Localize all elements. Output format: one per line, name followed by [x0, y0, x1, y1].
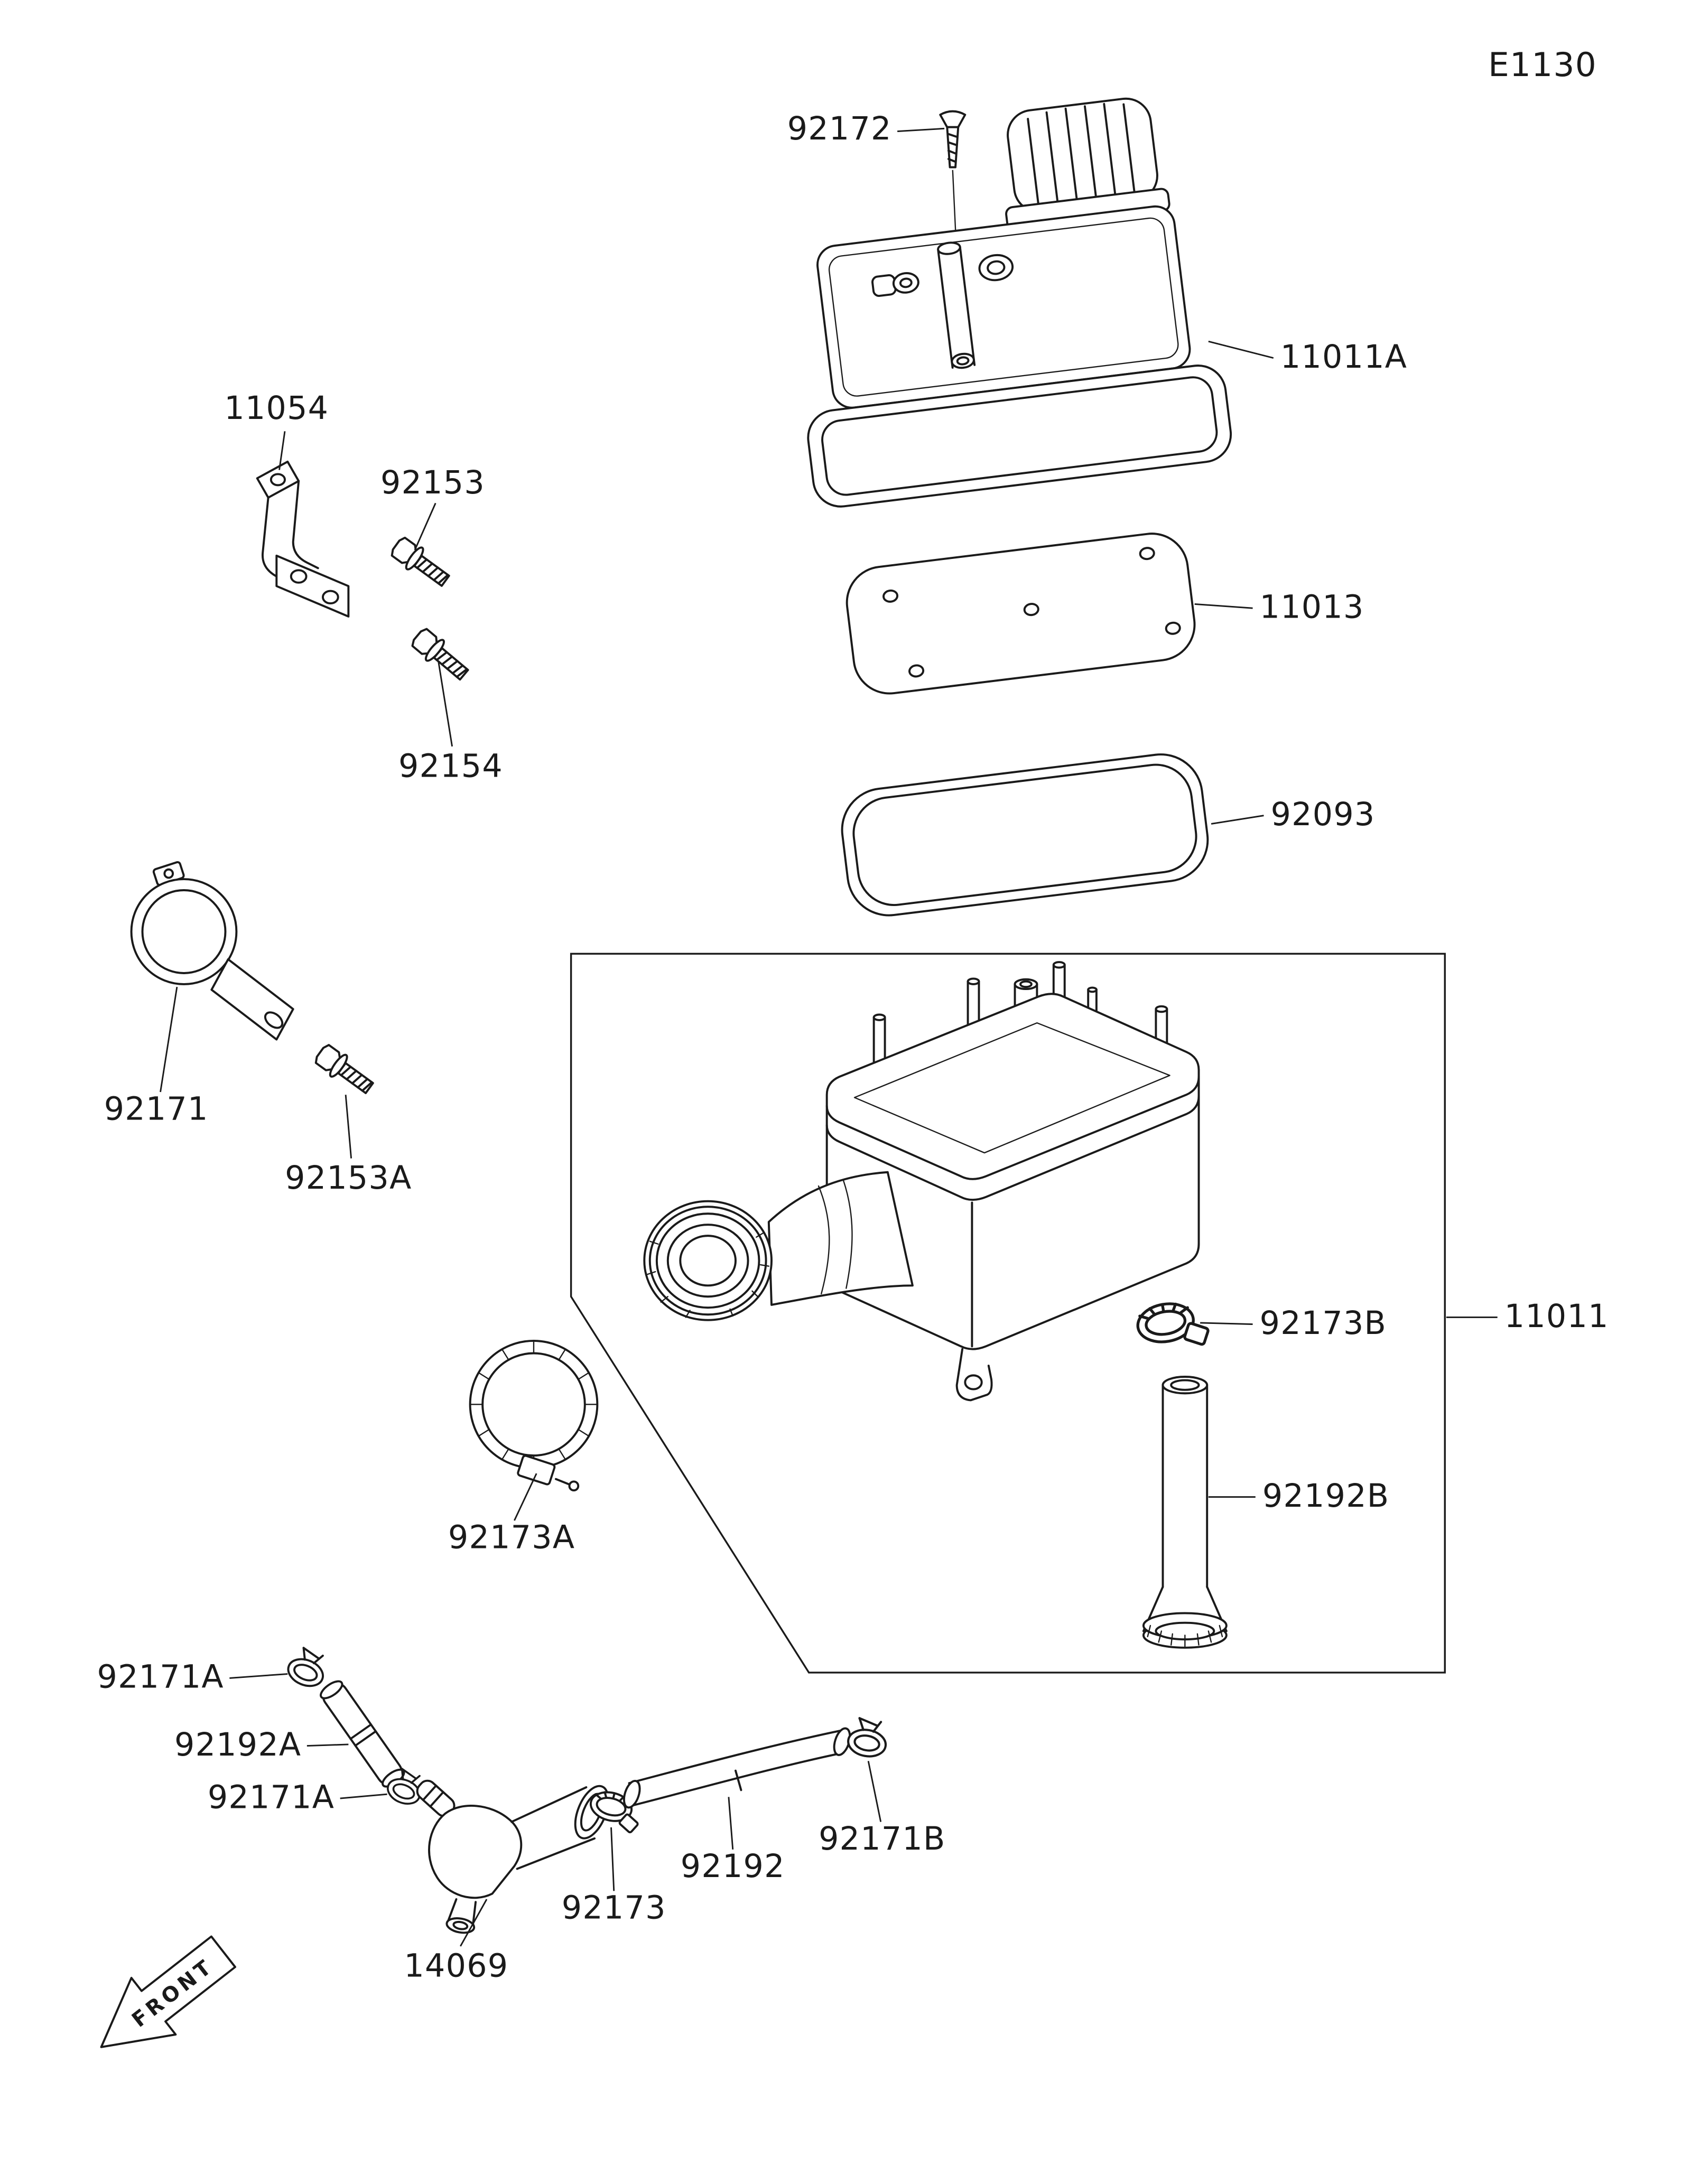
part-label-92154: 92154: [398, 748, 503, 785]
clamp-92173B-drawing: [1135, 1298, 1211, 1356]
part-label-11011: 11011: [1504, 1298, 1609, 1335]
assembly-11011-boundary-box: [570, 953, 1446, 1674]
gasket-92093-drawing: [841, 753, 1209, 917]
part-label-92192A: 92192A: [174, 1726, 301, 1763]
part-label-92173: 92173: [562, 1890, 666, 1927]
screw-92172-drawing: [939, 110, 967, 169]
clamp-92173A-drawing: [469, 1339, 599, 1492]
hose-92192-drawing: [622, 1727, 851, 1809]
clamp-92171-drawing: [130, 861, 294, 1041]
part-label-11011A: 11011A: [1280, 339, 1407, 376]
front-direction-arrow: FRONT: [100, 1935, 236, 2048]
part-label-92192: 92192: [681, 1848, 785, 1885]
fitting-14069-drawing: [416, 1779, 610, 1934]
bracket-11054-drawing: [256, 460, 350, 618]
part-label-92171: 92171: [104, 1090, 209, 1127]
bolt-92153-drawing: [387, 533, 454, 593]
cover-plate-11013-drawing: [846, 533, 1196, 695]
part-label-92171B: 92171B: [819, 1821, 946, 1858]
part-label-14069: 14069: [404, 1948, 508, 1985]
duct-92192B-drawing: [1142, 1376, 1228, 1649]
part-label-92153: 92153: [380, 464, 485, 501]
clamp-92171A-upper-drawing: [283, 1644, 332, 1692]
air-cleaner-case-drawing: [643, 961, 1200, 1402]
part-label-92153A: 92153A: [285, 1160, 412, 1197]
part-label-92173A: 92173A: [448, 1519, 575, 1556]
air-cleaner-cover-drawing: [807, 97, 1232, 508]
bolt-92153A-drawing: [311, 1040, 378, 1100]
breather-hose-assembly-drawing: [283, 1644, 889, 1934]
part-label-92171A-upper: 92171A: [97, 1659, 224, 1696]
part-label-92093: 92093: [1271, 796, 1376, 833]
part-label-92173B: 92173B: [1260, 1305, 1387, 1342]
leader-lines: [160, 127, 1498, 1947]
part-label-92171A-lower: 92171A: [208, 1779, 335, 1816]
diagram-code: E1130: [1488, 45, 1597, 84]
part-label-11013: 11013: [1260, 589, 1364, 626]
tube-92192A-drawing: [320, 1680, 405, 1788]
part-label-11054: 11054: [224, 390, 329, 427]
clamp-92171B-drawing: [846, 1717, 889, 1759]
part-label-92172: 92172: [787, 110, 892, 147]
part-label-92192B: 92192B: [1262, 1478, 1390, 1515]
